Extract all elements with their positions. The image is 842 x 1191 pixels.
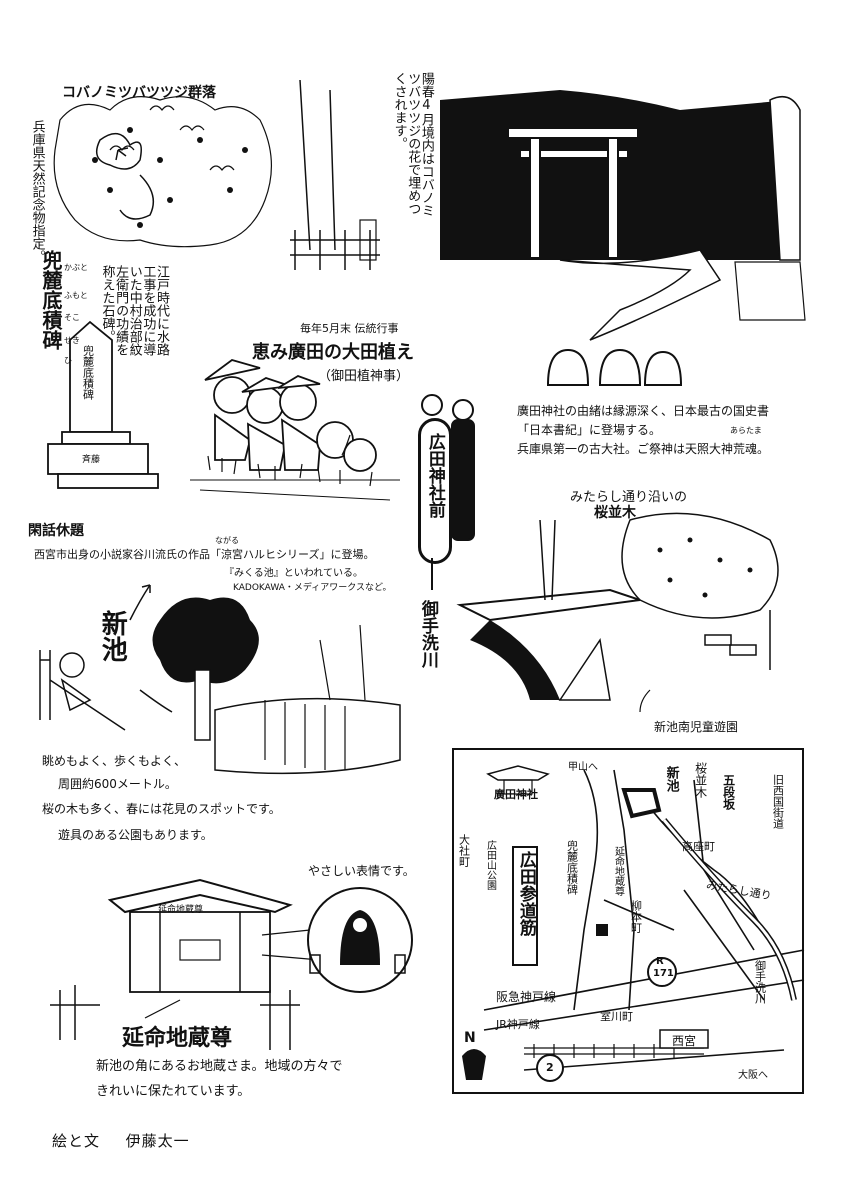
credit: 絵と文 伊藤太一 [52,1130,190,1151]
aside-heading: 閑話休題 [28,523,84,539]
mitarai-label: 御手洗川 [417,600,438,668]
shrine-caption-3: 兵庫県第一の古大社。ご祭神は天照大神荒魂。 [517,442,770,456]
map-r2: 2 [546,1061,554,1074]
map-hankyu: 阪急神戸線 [496,990,557,1004]
shrine-caption-2: 「日本書紀」に登場する。 [517,423,662,437]
map-jr: JR神戸線 [496,1018,540,1031]
jizo-desc-1: 新池の角にあるお地蔵さま。地域の方々で [96,1059,343,1074]
ruby-seki: せき [64,336,80,345]
map-sakura: 桜並木 [693,762,708,798]
ruby-soko: そこ [64,313,80,322]
map-jizo: 延命地蔵尊 [612,846,624,896]
map-mitarai: 御手洗川 [753,960,767,1004]
cherry-label-1: みたらし通り沿いの [570,490,688,505]
monument-title: 兜麓底積碑 [39,250,63,350]
monument-caption: 江戸時代に水路工事を成功に導いた中村治部紋左衛門の功績を称えた石碑。 [99,265,169,356]
ruby-nagaru: ながる [215,536,239,545]
monument-stone-text: 兜麓底積碑 [81,345,95,400]
aside-line2: 『みくる池』といわれている。 [224,568,363,579]
shrine-caption-1: 廣田神社の由緒は縁源深く、日本最古の国史書 [517,404,770,418]
bus-stop-label: 広田神社前 [424,433,445,518]
azalea-title: コバノミツバツツジ群落 [62,85,216,101]
jizo-shrine-sign: 延命地蔵尊 [158,905,204,915]
shinike-desc-1: 眺めもよく、歩くもよく、 [42,754,187,768]
map-nishinomiya: 西宮 [672,1034,697,1048]
shinike-desc-4: 遊具のある公園もあります。 [58,828,213,842]
jizo-title: 延命地蔵尊 [122,1026,233,1051]
map-roads [462,765,805,1082]
map-hiroda-jinja: 廣田神社 [494,788,538,801]
spring-note-1: 陽春4月境内はコバノミツバツツジの花で埋めつくされます。 [391,72,434,222]
bus-stop-sign: 広田神社前 [418,418,452,564]
rice-title: 恵み廣田の大田植え [252,342,414,363]
spring-note: 陽春4月境内はコバノミツバツツジの花で埋めつくされます。 [391,72,434,217]
map-north: N [464,1030,476,1046]
rice-paren: （御田植神事） [318,369,410,384]
map-osaka: 大阪へ [738,1070,768,1081]
ruby-hi: ひ [64,356,72,365]
cherry-label-2: 桜並木 [594,505,636,521]
monument-base-text: 斉藤 [82,455,101,465]
area-map: 廣田神社 甲山へ 新池 桜並木 五段坂 旧西国街道 高座町 兜麓底積碑 延命地蔵… [452,748,805,1094]
map-route-r: R [656,956,664,967]
aside-line1: 西宮市出身の小説家谷川流氏の作品「涼宮ハルヒシリーズ」に登場。 [34,548,375,561]
map-kyu-saigoku: 旧西国街道 [771,774,785,829]
map-kozacho: 高座町 [682,840,715,853]
map-monument: 兜麓底積碑 [565,840,579,895]
map-yanagimoto: 柳本町 [629,900,643,933]
jizo-desc-2: きれいに保たれています。 [96,1084,251,1099]
ruby-kabuto: かぶと [64,263,88,272]
map-to-koshien: 甲山へ [568,762,598,773]
credit-author: 伊藤太一 [125,1132,190,1150]
shinike-label: 新池 [97,610,128,662]
park-label: 新池南児童遊園 [654,720,739,734]
map-route-171: 171 [653,968,674,979]
shinike-desc-3: 桜の木も多く、春には花見のスポットです。 [42,802,281,816]
rice-subtitle: 毎年5月末 伝統行事 [300,322,399,335]
aside-line3: KADOKAWA・メディアワークスなど。 [233,583,392,593]
map-shinike: 新池 [663,766,679,792]
ruby-fumoto: ふもと [64,291,88,300]
map-hiroda-park: 広田山公園 [484,840,496,890]
shinike-desc-2: 周囲約600メートル。 [58,777,177,791]
jizo-bubble: やさしい表情です。 [308,864,415,878]
map-godanzaka: 五段坂 [721,774,736,810]
natural-monument-note: 兵庫県天然記念物指定。 [29,120,45,263]
map-muroawa: 室川町 [600,1010,633,1023]
ruby-aramitama: あらたま [730,426,762,435]
map-otakosha: 大社町 [457,834,471,867]
credit-label: 絵と文 [52,1132,101,1150]
map-sando: 広田参道筋 [512,846,538,966]
